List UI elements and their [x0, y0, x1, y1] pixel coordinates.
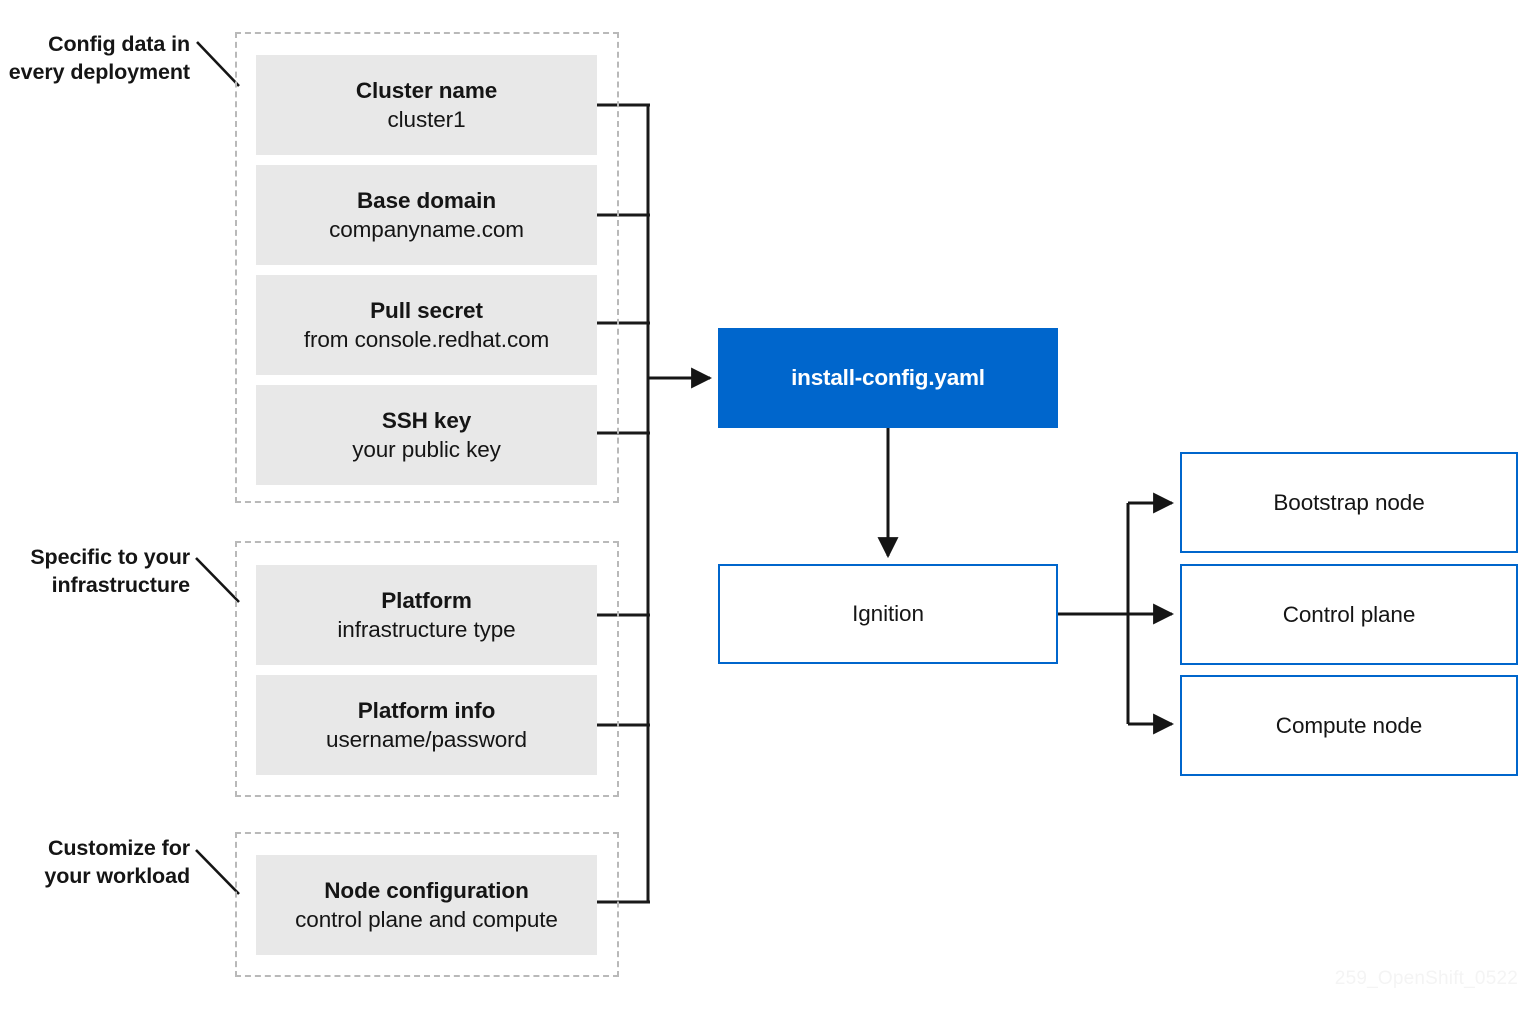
card-platform-title: Platform: [381, 587, 472, 613]
control-plane-label: Control plane: [1282, 601, 1416, 627]
card-ssh-key-title: SSH key: [381, 407, 472, 433]
card-platform-info-title: Platform info: [357, 697, 496, 723]
group-label-common-config-line2: every deployment: [8, 60, 190, 85]
bootstrap-node-box[interactable]: Bootstrap node: [1180, 452, 1518, 553]
card-platform-info-value: username/password: [326, 727, 527, 752]
group-label-workload-custom-line2: your workload: [44, 864, 190, 889]
card-cluster-name-title: Cluster name: [355, 77, 498, 103]
install-config-yaml-label: install-config.yaml: [791, 365, 985, 390]
card-platform-value: infrastructure type: [337, 617, 516, 642]
card-node-configuration-title: Node configuration: [324, 877, 529, 903]
card-base-domain-title: Base domain: [357, 187, 496, 213]
card-pull-secret[interactable]: Pull secret from console.redhat.com: [256, 275, 597, 375]
group-label-common-config: Config data in every deployment: [0, 30, 190, 87]
ignition-fanout: [1058, 492, 1175, 735]
control-plane-box[interactable]: Control plane: [1180, 564, 1518, 665]
card-cluster-name-value: cluster1: [387, 107, 466, 132]
leader-line-group-1: [196, 41, 240, 87]
group-label-infrastructure-specific: Specific to your infrastructure: [0, 543, 190, 600]
callout-leaders: [195, 41, 240, 895]
card-pull-secret-title: Pull secret: [370, 297, 483, 323]
card-platform[interactable]: Platform infrastructure type: [256, 565, 597, 665]
group-label-infrastructure-specific-line1: Specific to your: [30, 545, 190, 569]
card-cluster-name[interactable]: Cluster name cluster1: [256, 55, 597, 155]
bootstrap-node-label: Bootstrap node: [1273, 489, 1425, 515]
leader-line-group-2: [195, 557, 240, 603]
card-node-configuration[interactable]: Node configuration control plane and com…: [256, 855, 597, 955]
card-ssh-key-value: your public key: [352, 437, 501, 462]
card-platform-info[interactable]: Platform info username/password: [256, 675, 597, 775]
group-infrastructure-specific: [235, 541, 619, 797]
ignition-label: Ignition: [852, 601, 924, 626]
card-ssh-key[interactable]: SSH key your public key: [256, 385, 597, 485]
group-workload-custom: [235, 832, 619, 977]
leader-line-group-3: [195, 849, 240, 895]
install-config-yaml-box[interactable]: install-config.yaml: [718, 328, 1058, 428]
card-base-domain-value: companyname.com: [329, 217, 524, 242]
group-label-workload-custom-line1: Customize for: [47, 836, 190, 860]
group-common-config: [235, 32, 619, 503]
group-label-infrastructure-specific-line2: infrastructure: [51, 573, 190, 598]
group-label-workload-custom: Customize for your workload: [0, 834, 190, 891]
card-pull-secret-value: from console.redhat.com: [303, 327, 550, 352]
compute-node-box[interactable]: Compute node: [1180, 675, 1518, 776]
compute-node-label: Compute node: [1275, 712, 1423, 738]
group-label-common-config-line1: Config data in: [48, 32, 190, 56]
card-node-configuration-value: control plane and compute: [295, 907, 558, 932]
ignition-box[interactable]: Ignition: [718, 564, 1058, 664]
card-base-domain[interactable]: Base domain companyname.com: [256, 165, 597, 265]
watermark: 259_OpenShift_0522: [1334, 968, 1518, 989]
